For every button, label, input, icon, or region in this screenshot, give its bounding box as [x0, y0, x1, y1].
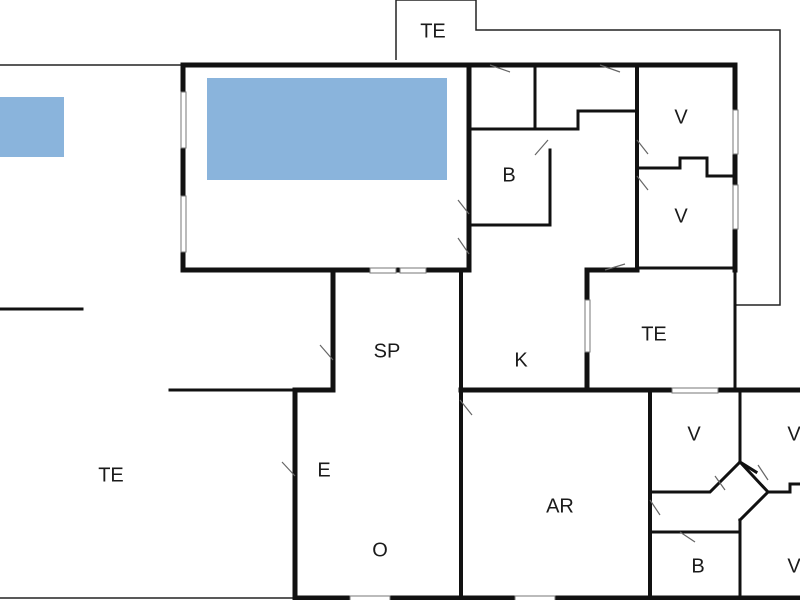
room-label-bedroom-lower-2: V — [787, 423, 800, 445]
terrace-outline — [0, 0, 781, 599]
room-label-bedroom-lower-3: V — [787, 555, 800, 577]
room-label-hall: O — [372, 539, 388, 561]
room-label-kitchen: K — [514, 349, 528, 371]
room-label-bedroom-lower-1: V — [687, 423, 701, 445]
room-label-bath-upper: B — [502, 164, 515, 186]
room-label-entrance: E — [317, 459, 330, 481]
room-label-terrace-right: TE — [641, 323, 667, 345]
outdoor-pool-icon — [0, 97, 64, 157]
room-label-bedroom-upper-2: V — [674, 205, 688, 227]
doors — [281, 64, 769, 543]
pool-icon — [207, 78, 447, 180]
room-label-bath-lower: B — [691, 555, 704, 577]
room-label-spa: SP — [374, 340, 401, 362]
room-label-bedroom-upper-1: V — [674, 106, 688, 128]
room-label-living: AR — [546, 495, 574, 517]
room-label-terrace-top: TE — [420, 20, 446, 42]
windows — [180, 91, 739, 600]
room-label-terrace-left: TE — [98, 464, 124, 486]
